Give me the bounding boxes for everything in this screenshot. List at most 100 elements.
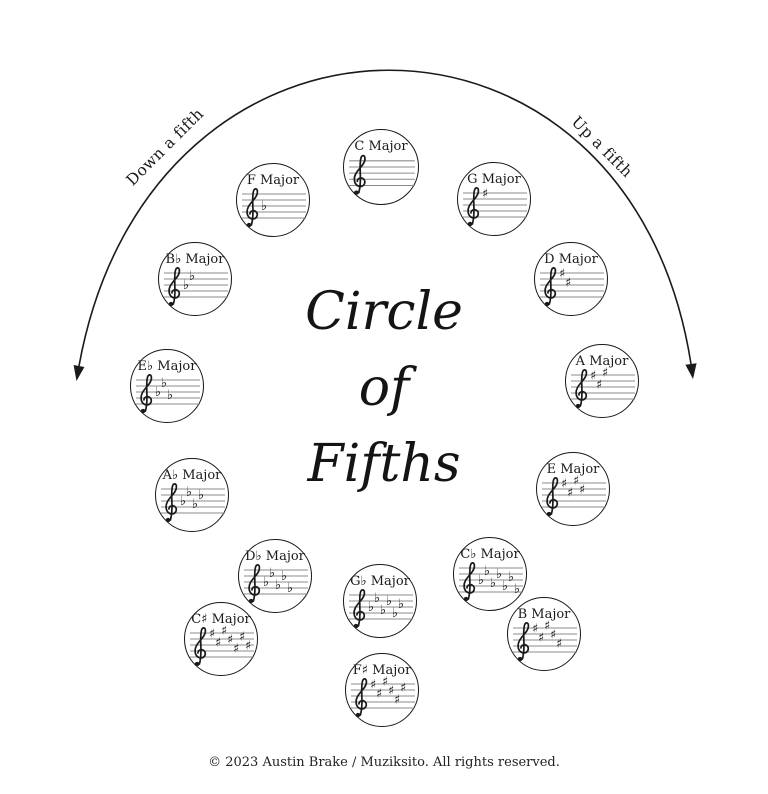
sharp-icon: ♯	[544, 618, 550, 633]
flat-icon: ♭	[508, 570, 514, 585]
flat-icon: ♭	[380, 603, 386, 618]
sharp-icon: ♯	[388, 683, 394, 698]
key-circle-f-major: ♭F Major	[236, 163, 310, 237]
key-signature-staff: ♯♯♯♯♯♯	[351, 674, 415, 718]
flat-icon: ♭	[514, 582, 520, 597]
key-name-label: F Major	[246, 173, 300, 188]
flat-icon: ♭	[275, 578, 281, 593]
key-circle-d-major: ♯♯D Major	[534, 242, 608, 316]
flat-icon: ♭	[368, 600, 374, 615]
sharp-icon: ♯	[482, 186, 488, 201]
key-name-label: G♭ Major	[350, 574, 410, 589]
sharp-icon: ♯	[239, 629, 245, 644]
flat-icon: ♭	[167, 388, 173, 403]
key-name-label: E♭ Major	[137, 359, 197, 374]
treble-clef-icon	[353, 589, 366, 629]
copyright-text: © 2023 Austin Brake / Muziksito. All rig…	[208, 755, 560, 770]
key-signature-staff: ♯♯♯	[571, 365, 635, 409]
treble-clef-icon	[168, 267, 181, 307]
sharp-icon: ♯	[382, 674, 388, 689]
key-circle-e-major: ♯♯♯♯E Major	[536, 452, 610, 526]
flat-icon: ♭	[502, 579, 508, 594]
treble-clef-icon	[517, 622, 530, 662]
key-signature-staff: ♭♭♭♭	[161, 483, 225, 523]
treble-clef-icon	[353, 154, 366, 195]
sharp-icon: ♯	[602, 365, 608, 380]
key-name-label: B Major	[517, 607, 571, 622]
title-line-3: Fifths	[307, 434, 461, 494]
sharp-icon: ♯	[370, 677, 376, 692]
sharp-icon: ♯	[561, 476, 567, 491]
sharp-icon: ♯	[532, 621, 538, 636]
flat-icon: ♭	[392, 606, 398, 621]
key-signature-staff: ♯♯♯♯♯	[513, 618, 577, 662]
treble-clef-icon	[467, 187, 480, 227]
key-name-label: B♭ Major	[165, 252, 225, 267]
key-circle-a-flat-major: ♭♭♭♭A♭ Major	[155, 458, 229, 532]
flat-icon: ♭	[386, 594, 392, 609]
key-signature-staff: ♭♭♭♭♭	[244, 564, 308, 604]
key-signature-staff: ♭♭♭	[136, 374, 200, 414]
key-name-label: C♯ Major	[191, 612, 251, 627]
sharp-icon: ♯	[538, 630, 544, 645]
treble-clef-icon	[246, 188, 259, 228]
treble-clef-icon	[575, 369, 588, 409]
key-name-label: C♭ Major	[460, 547, 520, 562]
treble-clef-icon	[248, 564, 261, 604]
flat-icon: ♭	[490, 576, 496, 591]
sharp-icon: ♯	[550, 627, 556, 642]
flat-icon: ♭	[478, 573, 484, 588]
sharp-icon: ♯	[573, 473, 579, 488]
diagram-title: Circle of Fifths	[0, 274, 768, 502]
key-name-label: A Major	[575, 354, 629, 369]
key-signature-staff: ♯	[463, 186, 527, 227]
flat-icon: ♭	[263, 575, 269, 590]
sharp-icon: ♯	[590, 368, 596, 383]
key-circle-a-major: ♯♯♯A Major	[565, 344, 639, 418]
key-circle-c-major: C Major	[343, 129, 419, 205]
flat-icon: ♭	[198, 488, 204, 503]
sharp-icon: ♯	[400, 680, 406, 695]
flat-icon: ♭	[161, 376, 167, 391]
sharp-icon: ♯	[579, 482, 585, 497]
treble-clef-icon	[355, 678, 368, 718]
arc-label-down-a-fifth: Down a fifth	[122, 104, 208, 190]
key-signature-staff	[349, 154, 415, 195]
sharp-icon: ♯	[556, 636, 562, 651]
flat-icon: ♭	[269, 566, 275, 581]
treble-clef-icon	[140, 374, 153, 414]
flat-icon: ♭	[192, 497, 198, 512]
flat-icon: ♭	[183, 278, 189, 293]
sharp-icon: ♯	[565, 275, 571, 290]
sharp-icon: ♯	[376, 686, 382, 701]
key-circle-c-sharp-major: ♯♯♯♯♯♯♯C♯ Major	[184, 602, 258, 676]
key-signature-staff: ♯♯	[540, 266, 604, 307]
flat-icon: ♭	[281, 569, 287, 584]
title-line-2: of	[358, 358, 410, 418]
key-circle-d-flat-major: ♭♭♭♭♭D♭ Major	[238, 539, 312, 613]
key-circle-g-major: ♯G Major	[457, 162, 531, 236]
sharp-icon: ♯	[221, 623, 227, 638]
key-name-label: F♯ Major	[352, 663, 412, 678]
flat-icon: ♭	[189, 269, 195, 284]
flat-icon: ♭	[180, 494, 186, 509]
key-name-label: D♭ Major	[245, 549, 305, 564]
key-name-label: A♭ Major	[162, 468, 222, 483]
treble-clef-icon	[194, 627, 207, 667]
key-signature-staff: ♭♭♭♭♭♭	[349, 589, 413, 629]
key-circle-e-flat-major: ♭♭♭E♭ Major	[130, 349, 204, 423]
key-circle-b-major: ♯♯♯♯♯B Major	[507, 597, 581, 671]
treble-clef-icon	[463, 562, 476, 602]
sharp-icon: ♯	[209, 626, 215, 641]
flat-icon: ♭	[155, 385, 161, 400]
key-signature-staff: ♯♯♯♯♯♯♯	[190, 623, 254, 667]
title-line-1: Circle	[305, 282, 463, 342]
sharp-icon: ♯	[215, 635, 221, 650]
sharp-icon: ♯	[567, 485, 573, 500]
key-circle-f-sharp-major: ♯♯♯♯♯♯F♯ Major	[345, 653, 419, 727]
flat-icon: ♭	[496, 567, 502, 582]
treble-clef-icon	[165, 483, 178, 523]
flat-icon: ♭	[484, 564, 490, 579]
sharp-icon: ♯	[245, 638, 251, 653]
